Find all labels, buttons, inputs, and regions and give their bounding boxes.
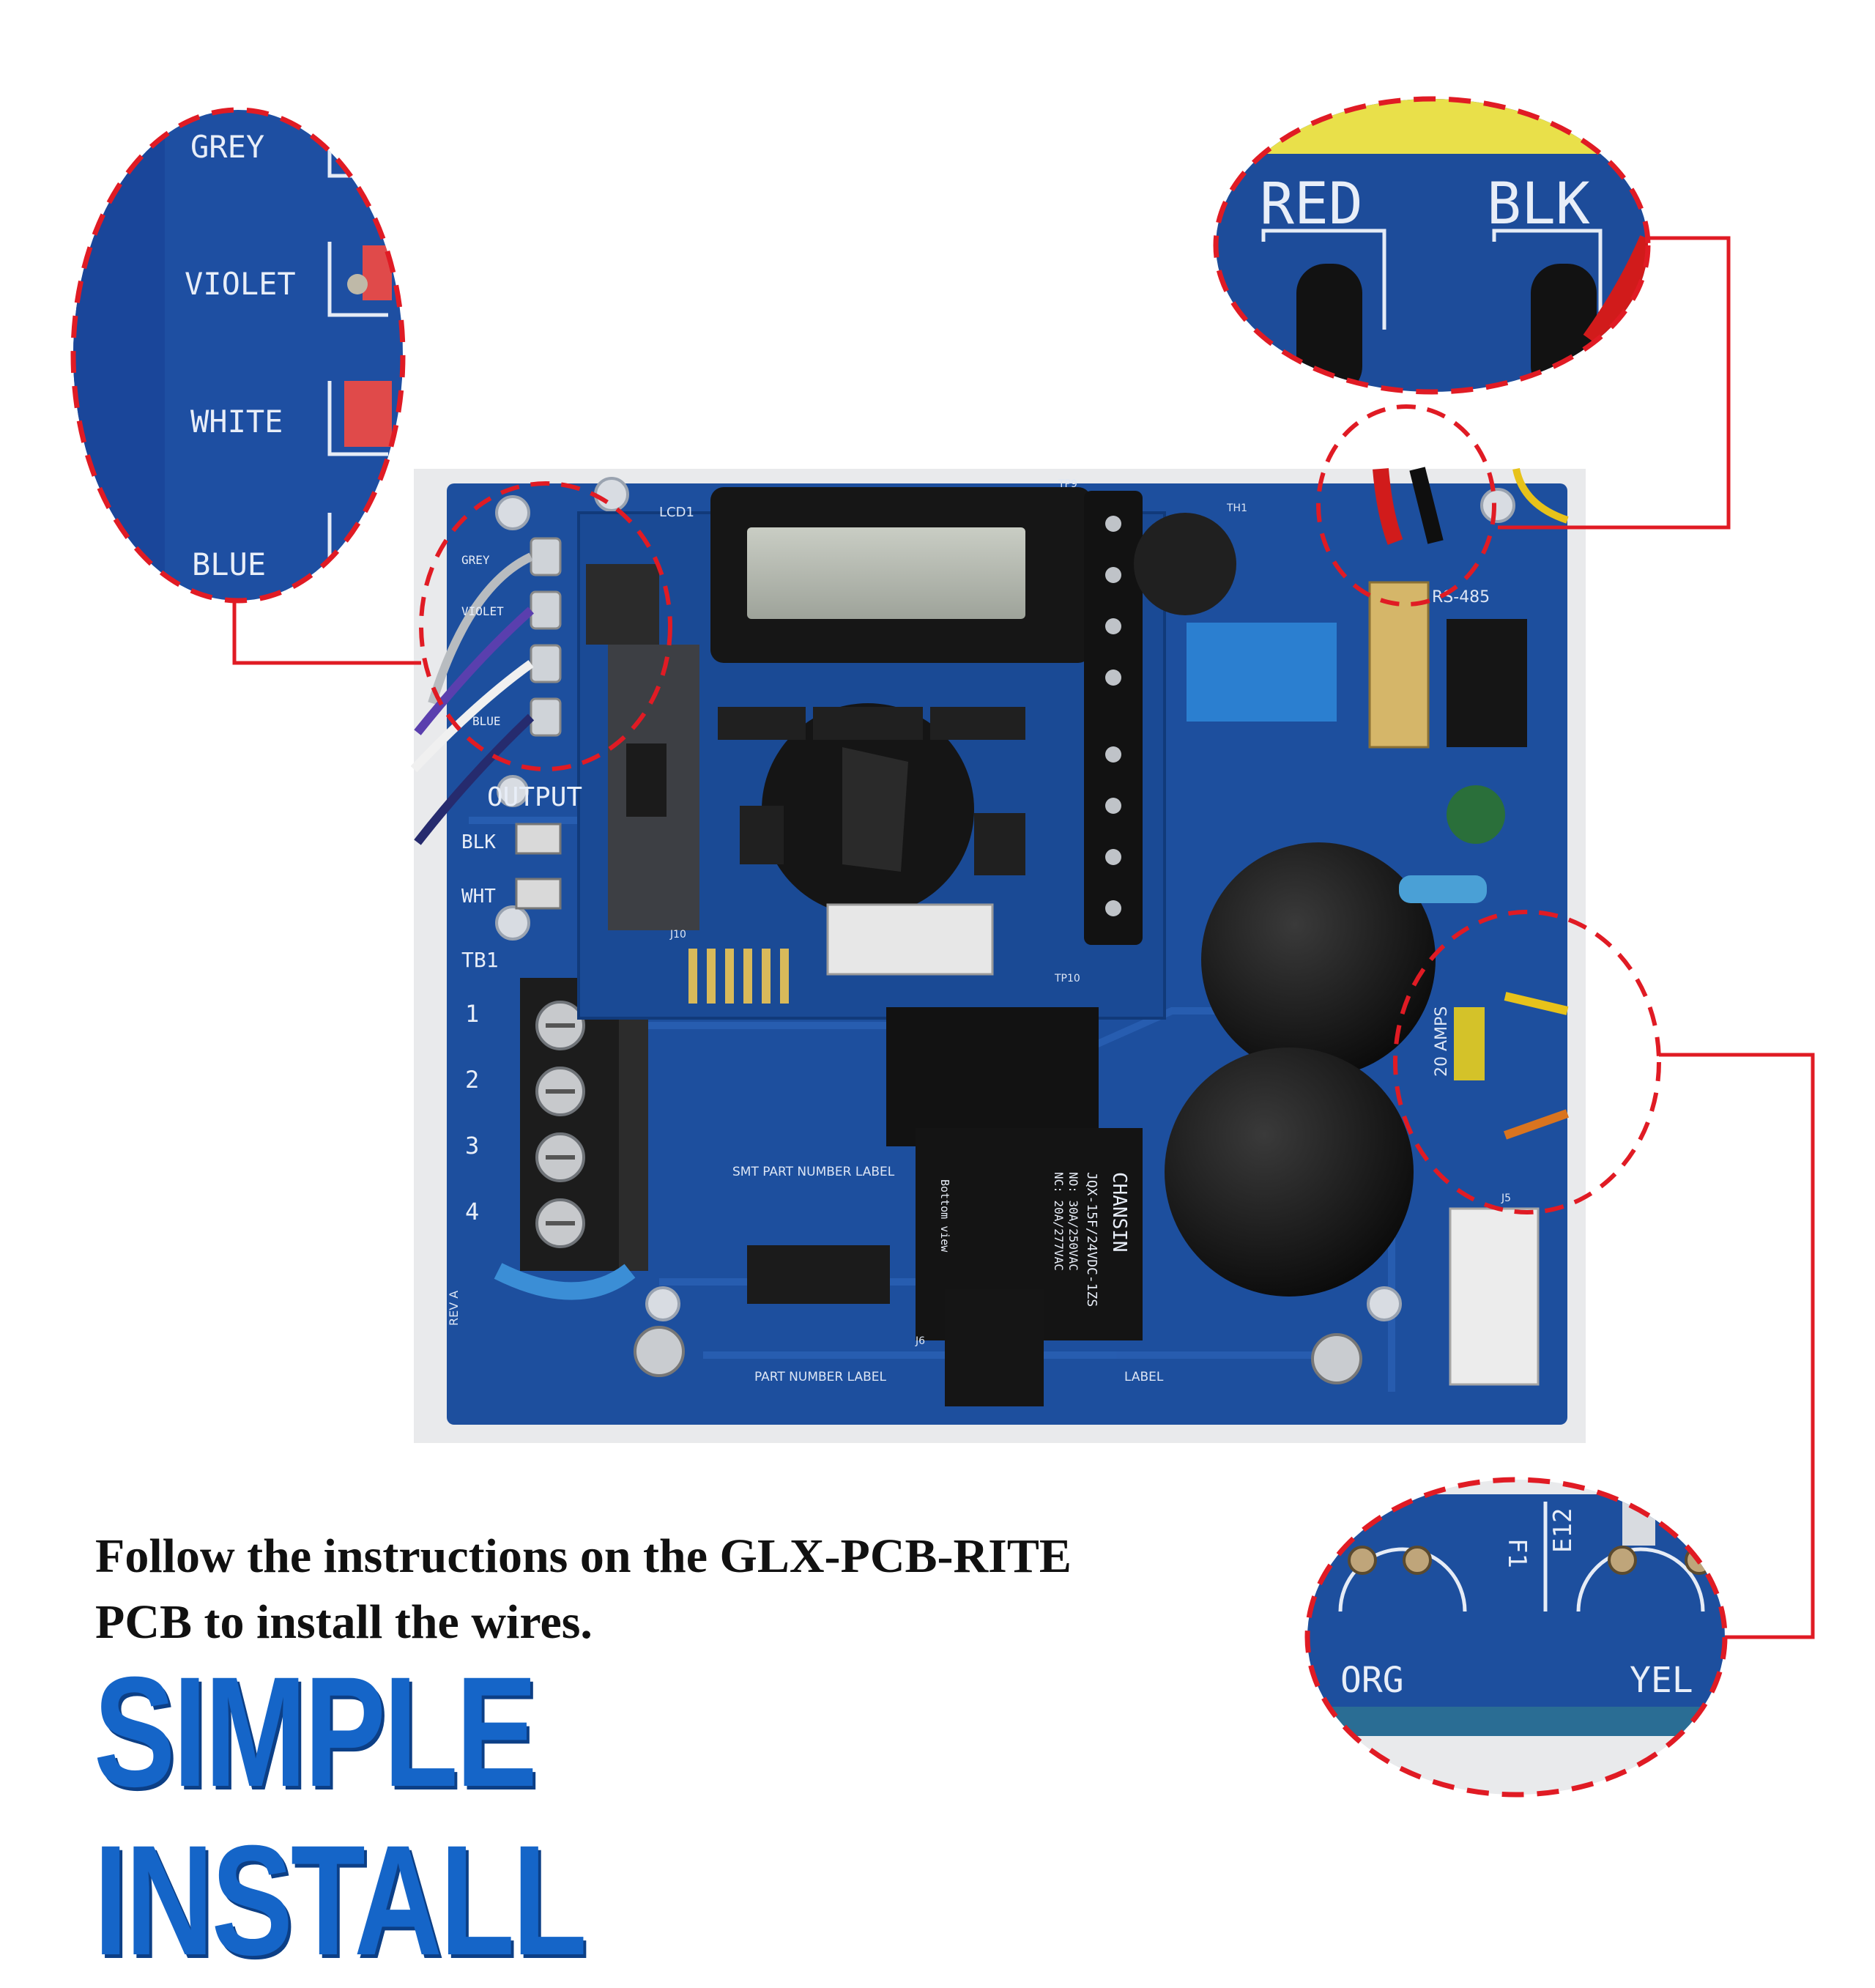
pcb-board: CHANSIN JQX-15F/24VDC-1ZS NO: 30A/250VAC… — [410, 467, 1586, 1443]
callout-label-violet: VIOLET — [185, 266, 296, 302]
terminal-2: 2 — [465, 1066, 479, 1094]
capacitors — [1134, 513, 1505, 1297]
label-th1: TH1 — [1226, 502, 1247, 514]
label-grey: GREY — [461, 553, 490, 567]
callout-label-blue: BLUE — [192, 546, 266, 582]
headline: SIMPLE INSTALL — [94, 1644, 587, 1988]
label-j10: J10 — [669, 929, 686, 941]
callout-label-e12: E12 — [1548, 1508, 1578, 1553]
relay-rating-nc: NC: 20A/277VAC — [1052, 1172, 1066, 1271]
label-violet: VIOLET — [461, 604, 504, 618]
instructions-line-2: PCB to install the wires. — [95, 1595, 593, 1649]
relay-brand: CHANSIN — [1108, 1172, 1130, 1253]
label-rs485: RS-485 — [1432, 588, 1490, 607]
callout-wire-colors: GREY VIOLET WHITE BLUE — [70, 107, 406, 604]
label-blk: BLK — [461, 831, 496, 853]
label-wht: WHT — [461, 886, 496, 908]
relay-upper — [886, 1007, 1099, 1146]
callout-label-f1: F1 — [1502, 1538, 1531, 1568]
callout-label-red: RED — [1260, 171, 1363, 237]
terminal-3: 3 — [465, 1132, 479, 1160]
instructions-text: Follow the instructions on the GLX-PCB-R… — [95, 1524, 1282, 1655]
terminal-1: 1 — [465, 1000, 479, 1028]
display-board — [577, 487, 1166, 1020]
callout-label-blk: BLK — [1487, 171, 1590, 237]
wire-connectors-left — [410, 537, 562, 845]
callout-label-yel: YEL — [1630, 1660, 1693, 1701]
label-20-amps: 20 AMPS — [1433, 1006, 1451, 1077]
label-blue: BLUE — [472, 714, 501, 728]
product-illustration: CHANSIN JQX-15F/24VDC-1ZS NO: 30A/250VAC… — [70, 96, 1815, 1798]
relay-lower: CHANSIN JQX-15F/24VDC-1ZS NO: 30A/250VAC… — [916, 1128, 1143, 1340]
callout-label-org: ORG — [1340, 1660, 1404, 1701]
label-output: OUTPUT — [487, 782, 582, 812]
connector-lines — [232, 236, 1815, 1639]
callout-power: RED BLK — [1213, 96, 1651, 395]
label-j6: J6 — [915, 1335, 925, 1347]
board-markers — [419, 404, 1661, 1214]
label-part-number: PART NUMBER LABEL — [754, 1370, 886, 1384]
label-label: LABEL — [1124, 1370, 1164, 1384]
instructions-line-1: Follow the instructions on the GLX-PCB-R… — [95, 1529, 1072, 1583]
label-smt-part-number: SMT PART NUMBER LABEL — [732, 1165, 895, 1179]
callout-fuse: F1 E12 ORG YEL — [1304, 1477, 1728, 1798]
callout-label-grey: GREY — [190, 129, 264, 165]
relay-rating-no: NO: 30A/250VAC — [1066, 1172, 1080, 1271]
terminal-block-tb1 — [494, 978, 648, 1300]
label-tb1: TB1 — [461, 948, 499, 972]
callout-label-white: WHITE — [190, 404, 283, 439]
label-lcd1: LCD1 — [659, 505, 694, 520]
relay-bottom-view: Bottom view — [938, 1179, 951, 1253]
label-tp10: TP10 — [1054, 973, 1080, 984]
label-rev: REV A — [447, 1291, 461, 1326]
label-j5: J5 — [1501, 1193, 1511, 1204]
label-tp9: TP9 — [1058, 478, 1077, 490]
terminal-4: 4 — [465, 1198, 479, 1225]
relay-model: JQX-15F/24VDC-1ZS — [1084, 1172, 1099, 1307]
